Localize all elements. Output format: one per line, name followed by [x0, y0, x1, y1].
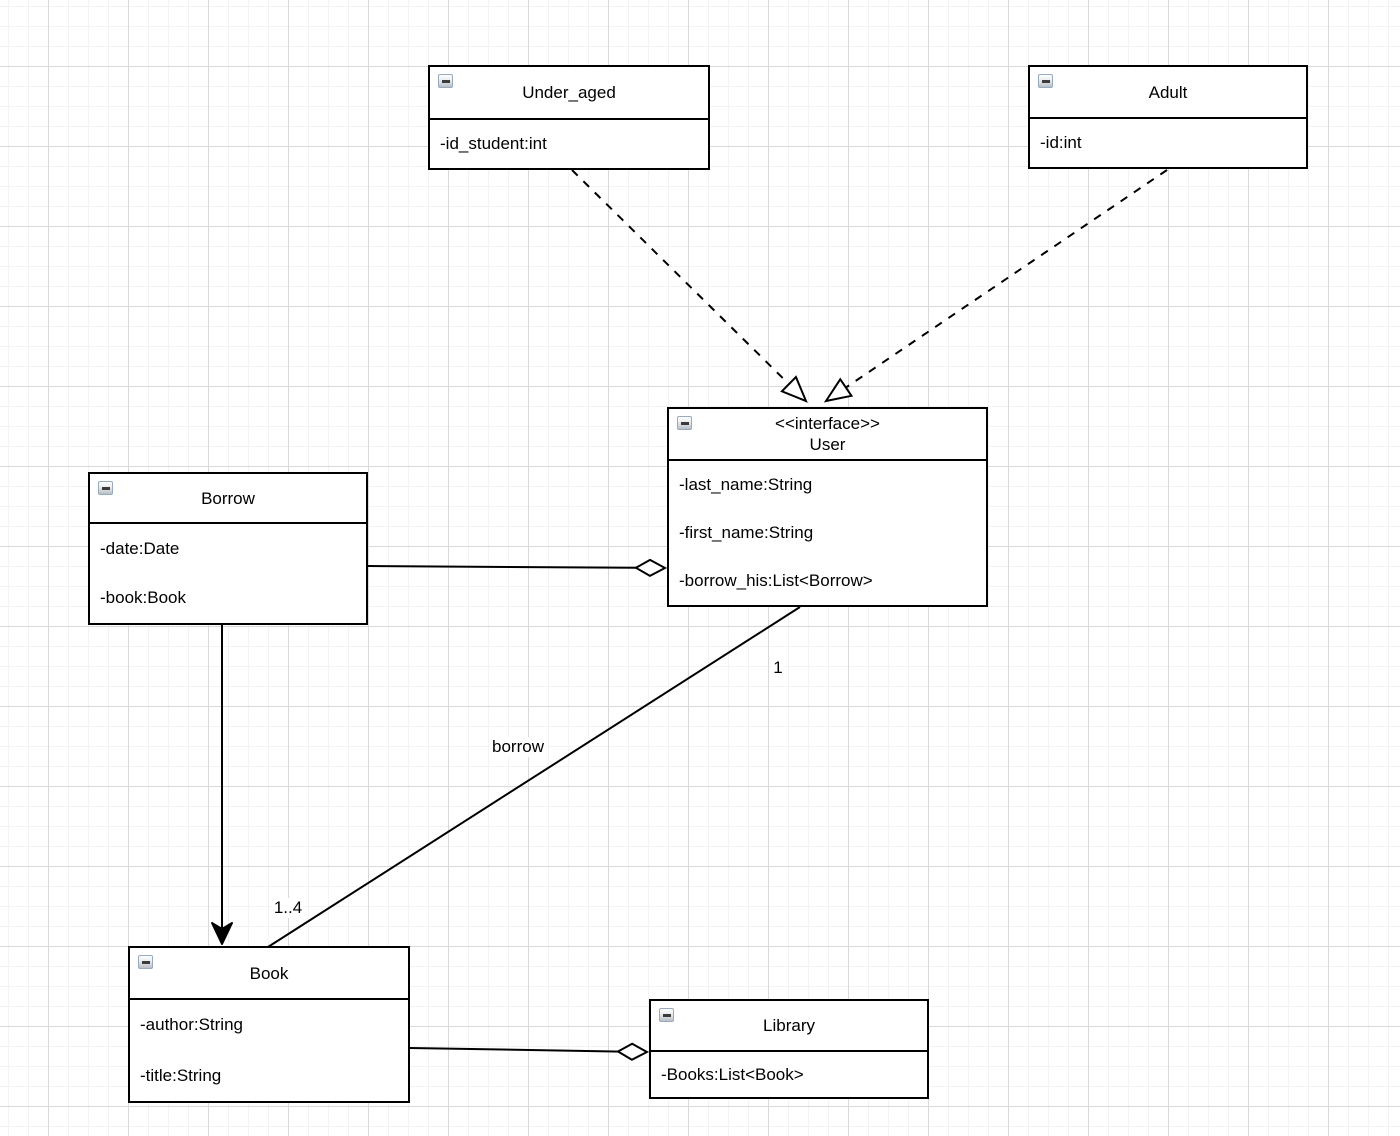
- class-attributes: -id:int: [1030, 119, 1306, 167]
- class-title-library: Library: [763, 1016, 815, 1035]
- class-box-user[interactable]: <<interface>> User -last_name:String -fi…: [667, 407, 988, 607]
- class-attributes: -id_student:int: [430, 120, 708, 168]
- class-title-borrow: Borrow: [201, 488, 255, 508]
- attribute-date: -date:Date: [100, 538, 180, 558]
- attribute-title: -title:String: [140, 1065, 222, 1085]
- attribute-last-name: -last_name:String: [679, 475, 813, 494]
- collapse-minus-icon[interactable]: [438, 74, 453, 88]
- attribute-id-student: -id_student:int: [440, 134, 547, 153]
- edge-association-user-book[interactable]: [267, 606, 801, 948]
- collapse-minus-icon[interactable]: [677, 416, 692, 430]
- multiplicity-user-label[interactable]: 1: [771, 658, 785, 678]
- edge-aggregation-book-library[interactable]: [409, 1048, 647, 1052]
- collapse-minus-icon[interactable]: [1038, 74, 1053, 88]
- attribute-books: -Books:List<Book>: [661, 1064, 804, 1084]
- class-header: Library: [651, 1001, 927, 1052]
- class-header: Borrow: [90, 474, 366, 524]
- attribute-borrow-his: -borrow_his:List<Borrow>: [679, 571, 873, 590]
- multiplicity-book-label[interactable]: 1..4: [271, 898, 305, 918]
- attribute-author: -author:String: [140, 1015, 243, 1035]
- class-header: Adult: [1030, 67, 1306, 119]
- attribute-id: -id:int: [1040, 133, 1082, 152]
- attribute-first-name: -first_name:String: [679, 523, 814, 542]
- class-header: Under_aged: [430, 67, 708, 120]
- class-attributes: -last_name:String -first_name:String -bo…: [669, 461, 986, 605]
- class-title-book: Book: [249, 963, 289, 983]
- class-box-under-aged[interactable]: Under_aged -id_student:int: [428, 65, 710, 170]
- class-box-book[interactable]: Book -author:String -title:String: [128, 946, 410, 1103]
- class-stereotype-user: <<interface>>: [775, 414, 880, 433]
- edge-aggregation-borrow-user[interactable]: [367, 566, 665, 568]
- class-header: <<interface>> User: [669, 409, 986, 461]
- class-attributes: -date:Date -book:Book: [90, 524, 366, 623]
- class-title-under-aged: Under_aged: [522, 83, 616, 102]
- class-box-library[interactable]: Library -Books:List<Book>: [649, 999, 929, 1099]
- class-attributes: -Books:List<Book>: [651, 1052, 927, 1097]
- attribute-book: -book:Book: [100, 588, 186, 608]
- edge-realization-underaged-user[interactable]: [571, 169, 808, 403]
- class-box-borrow[interactable]: Borrow -date:Date -book:Book: [88, 472, 368, 625]
- class-header: Book: [130, 948, 408, 1000]
- class-attributes: -author:String -title:String: [130, 1000, 408, 1101]
- collapse-minus-icon[interactable]: [138, 955, 153, 969]
- class-box-adult[interactable]: Adult -id:int: [1028, 65, 1308, 169]
- collapse-minus-icon[interactable]: [659, 1008, 674, 1022]
- class-title-adult: Adult: [1148, 82, 1188, 102]
- class-title-user: User: [809, 435, 846, 454]
- collapse-minus-icon[interactable]: [98, 481, 113, 495]
- association-name-borrow-label[interactable]: borrow: [490, 737, 546, 757]
- edge-realization-adult-user[interactable]: [823, 169, 1168, 403]
